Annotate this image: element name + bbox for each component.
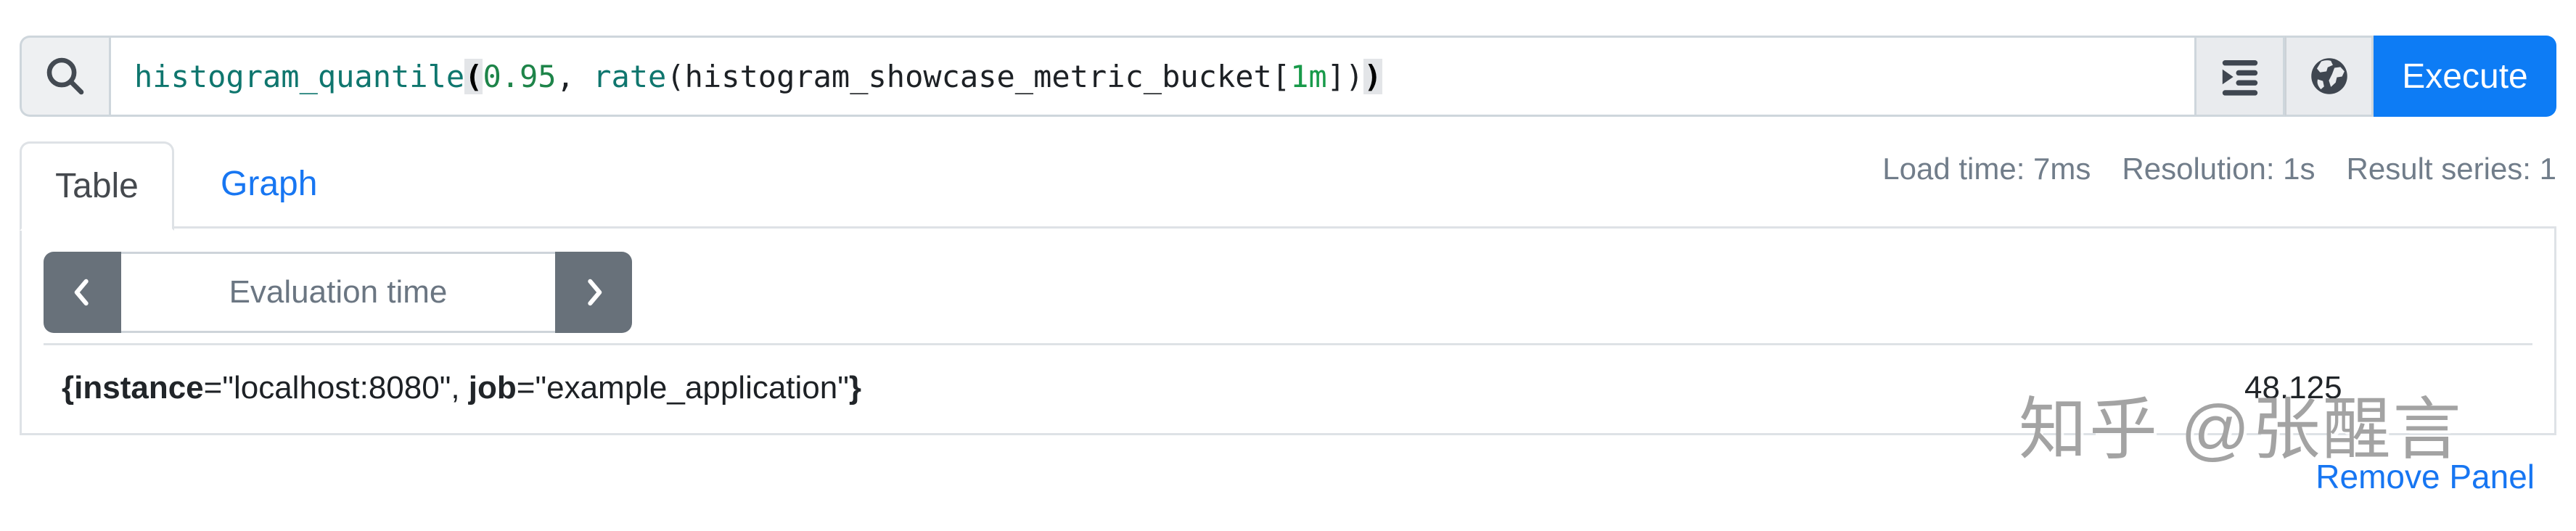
evaluation-time-prev-button[interactable] xyxy=(44,252,121,333)
tab-graph[interactable]: Graph xyxy=(221,165,318,203)
text-segment-function: histogram_quantile xyxy=(134,58,465,94)
query-stats: Load time: 7ms Resolution: 1s Result ser… xyxy=(1882,152,2556,186)
table-tab-content: {instance="localhost:8080", job="example… xyxy=(20,229,2556,435)
query-input-group: histogram_quantile(0.95, rate(histogram_… xyxy=(20,36,2556,117)
text-segment-plain: ) xyxy=(1345,58,1364,94)
text-segment-label-name: instance xyxy=(74,370,204,406)
search-addon xyxy=(20,36,109,117)
expression-input[interactable]: histogram_quantile(0.95, rate(histogram_… xyxy=(109,36,2196,117)
evaluation-time-input[interactable] xyxy=(121,252,555,333)
evaluation-time-next-button[interactable] xyxy=(555,252,632,333)
text-segment-function: rate xyxy=(593,58,667,94)
metrics-explorer-icon xyxy=(2216,52,2264,100)
text-segment-paren-match: ( xyxy=(464,58,483,94)
resolution-stat: Resolution: 1s xyxy=(2122,152,2315,186)
tab-table[interactable]: Table xyxy=(20,141,174,231)
text-segment-plain: , xyxy=(556,58,594,94)
text-segment-duration: 1m xyxy=(1290,58,1327,94)
text-segment-plain: ] xyxy=(1326,58,1345,94)
result-table: {instance="localhost:8080", job="example… xyxy=(44,343,2532,435)
text-segment-brace: } xyxy=(848,370,861,406)
table-row: {instance="localhost:8080", job="example… xyxy=(44,345,2532,435)
load-time-stat: Load time: 7ms xyxy=(1882,152,2091,186)
text-segment-plain: ="example_application" xyxy=(516,370,849,406)
text-segment-metric: histogram_showcase_metric_bucket xyxy=(684,58,1272,94)
text-segment-plain: ="localhost:8080", xyxy=(203,370,469,406)
remove-panel-link[interactable]: Remove Panel xyxy=(2315,458,2535,495)
globe-icon xyxy=(2305,52,2353,100)
chevron-right-icon xyxy=(573,272,614,313)
text-segment-number: 0.95 xyxy=(483,58,557,94)
evaluation-time-control xyxy=(44,252,632,333)
local-time-button[interactable] xyxy=(2285,36,2374,117)
metrics-explorer-button[interactable] xyxy=(2196,36,2285,117)
text-segment-plain: [ xyxy=(1271,58,1291,94)
result-series-stat: Result series: 1 xyxy=(2346,152,2556,186)
series-value: 48.125 xyxy=(2244,370,2342,406)
text-segment-brace: { xyxy=(62,370,75,406)
series-label: {instance="localhost:8080", job="example… xyxy=(62,370,2220,406)
search-icon xyxy=(41,52,89,100)
chevron-left-icon xyxy=(62,272,103,313)
execute-button[interactable]: Execute xyxy=(2374,36,2556,117)
text-segment-label-name: job xyxy=(468,370,517,406)
text-segment-paren-match: ) xyxy=(1363,58,1382,94)
text-segment-plain: ( xyxy=(666,58,685,94)
tab-bar: Table Graph Load time: 7ms Resolution: 1… xyxy=(20,141,2556,231)
